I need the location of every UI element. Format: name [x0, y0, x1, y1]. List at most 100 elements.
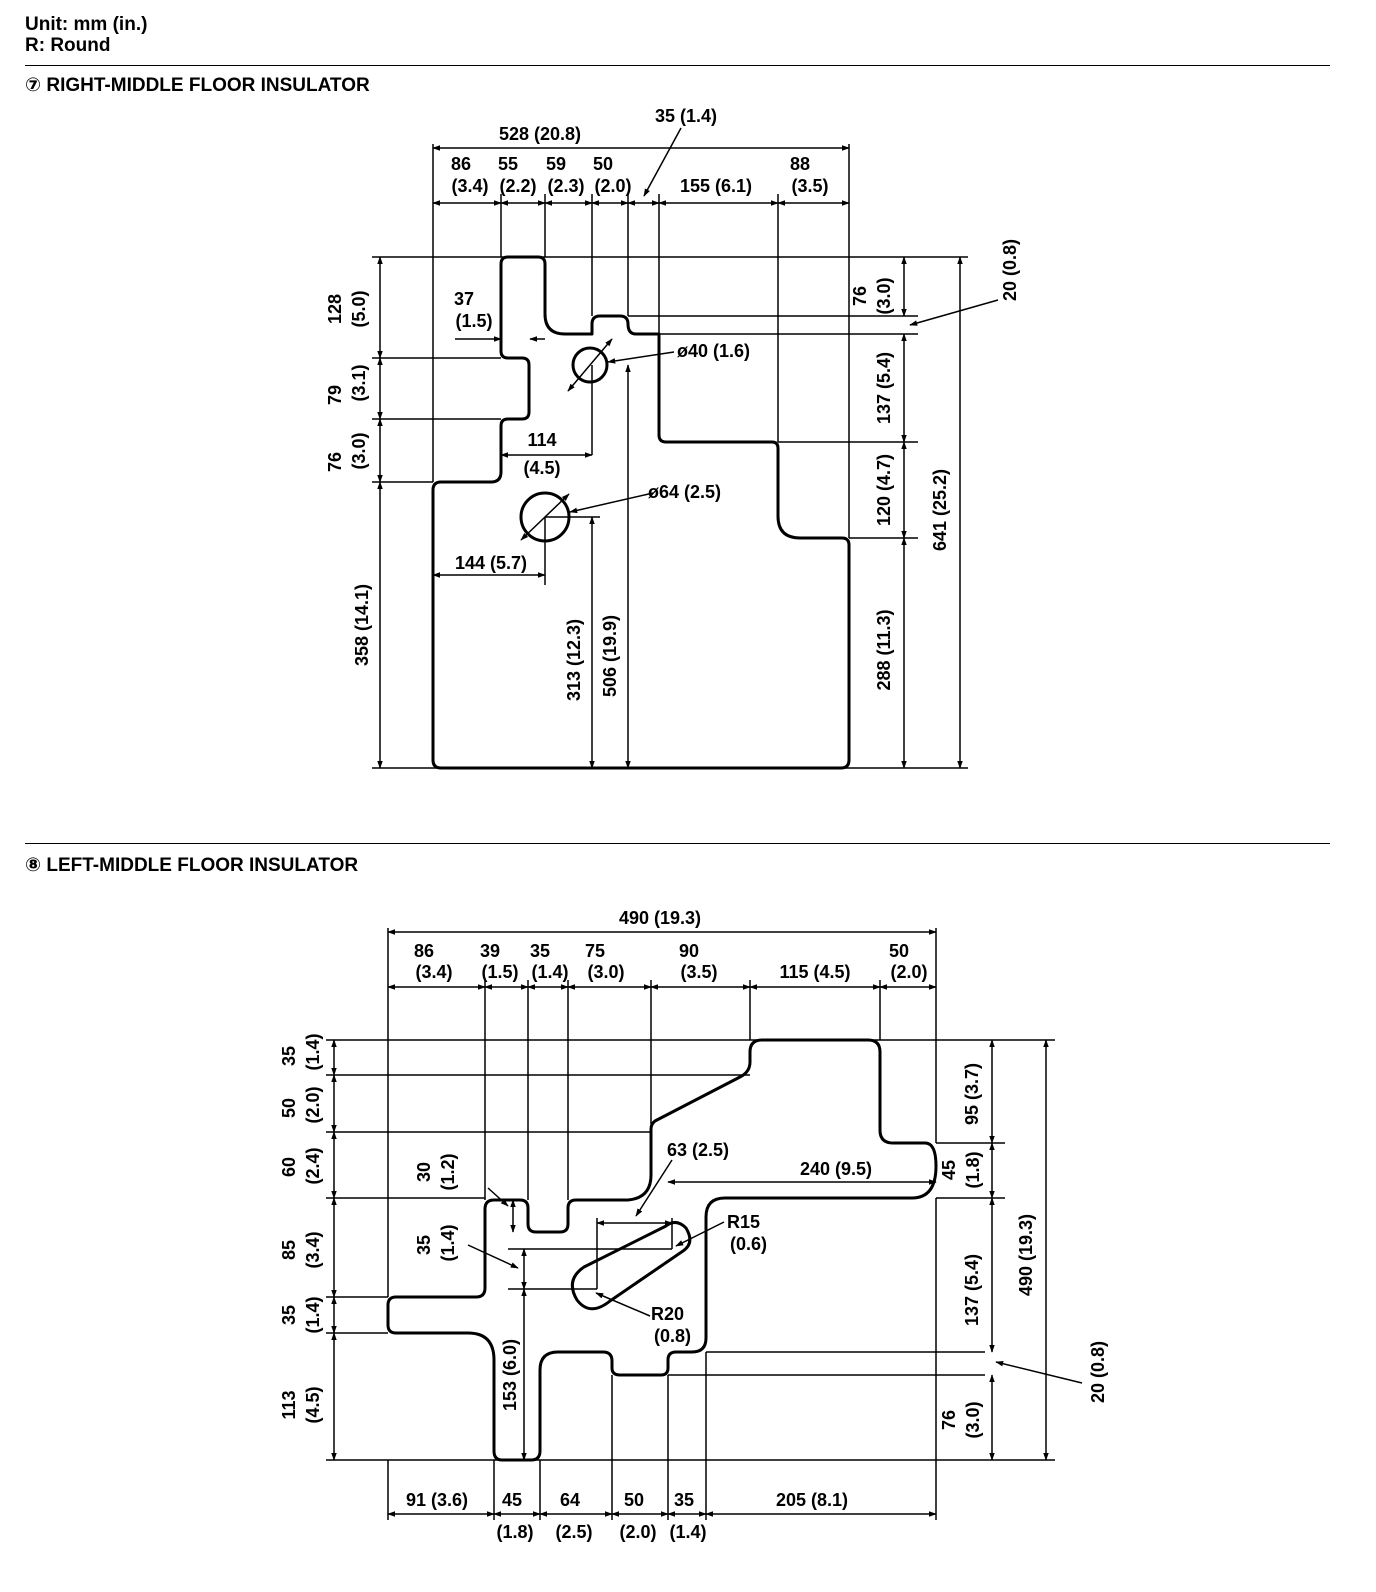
dim-t86-in: (3.4) [415, 962, 452, 982]
dim-50-in: (2.0) [594, 176, 631, 196]
dim-b64: 64 [560, 1490, 580, 1510]
dim-i63: 63 (2.5) [667, 1140, 729, 1160]
dim-b45-in: (1.8) [496, 1522, 533, 1542]
dim-t50-in: (2.0) [890, 962, 927, 982]
dim-76-right: 76 [850, 286, 870, 306]
insulator-7-outline [431, 255, 851, 770]
dim-r45: 45 [939, 1160, 959, 1180]
dim-b91: 91 (3.6) [406, 1490, 468, 1510]
dim-t39-in: (1.5) [481, 962, 518, 982]
dim-r490: 490 (19.3) [1016, 1214, 1036, 1296]
dim-20: 20 (0.8) [1000, 239, 1020, 301]
dim-t75-in: (3.0) [587, 962, 624, 982]
dim-t90: 90 [679, 941, 699, 961]
dim-r15: R15 [727, 1212, 760, 1232]
dim-i35: 35 [414, 1235, 434, 1255]
dim-t39: 39 [480, 941, 500, 961]
divider-top [25, 65, 1330, 66]
dim-55: 55 [498, 154, 518, 174]
dim-r95: 95 (3.7) [962, 1063, 982, 1125]
dim-l50-in: (2.0) [303, 1086, 323, 1123]
dim-r20: 20 (0.8) [1088, 1341, 1108, 1403]
section-7-title: ⑦ RIGHT-MIDDLE FLOOR INSULATOR [25, 75, 370, 96]
dim-l35c-in: (1.4) [303, 1296, 323, 1333]
dim-76-left-in: (3.0) [349, 432, 369, 469]
dim-35-top: 35 (1.4) [655, 106, 717, 126]
dim-358: 358 (14.1) [352, 584, 372, 666]
dim-b205: 205 (8.1) [776, 1490, 848, 1510]
dim-l60: 60 [279, 1157, 299, 1177]
dim-144: 144 (5.7) [455, 553, 527, 573]
dim-120: 120 (4.7) [874, 454, 894, 526]
dim-r45-in: (1.8) [963, 1151, 983, 1188]
dim-506: 506 (19.9) [600, 615, 620, 697]
dim-l85-in: (3.4) [303, 1231, 323, 1268]
dim-i35-in: (1.4) [438, 1224, 458, 1261]
dim-288: 288 (11.3) [874, 609, 894, 690]
dim-r76-in: (3.0) [963, 1401, 983, 1438]
dim-l50: 50 [279, 1098, 299, 1118]
dim-r76: 76 [939, 1410, 959, 1430]
slot-icon [570, 1221, 692, 1311]
dim-641: 641 (25.2) [930, 469, 950, 551]
dim-86: 86 [451, 154, 471, 174]
dim-37-in: (1.5) [455, 311, 492, 331]
dim-59-in: (2.3) [547, 176, 584, 196]
dim-t50: 50 [889, 941, 909, 961]
dim-88: 88 [790, 154, 810, 174]
dim-t86: 86 [414, 941, 434, 961]
dim-37: 37 [454, 289, 474, 309]
dim-r15-in: (0.6) [730, 1234, 767, 1254]
dim-b45: 45 [502, 1490, 522, 1510]
unit-note: Unit: mm (in.) [25, 14, 148, 35]
dim-79-in: (3.1) [349, 364, 369, 401]
dim-t75: 75 [585, 941, 605, 961]
dim-phi40: ø40 (1.6) [677, 341, 750, 361]
dim-i240: 240 (9.5) [800, 1159, 872, 1179]
dim-490-top: 490 (19.3) [619, 908, 701, 928]
dim-313: 313 (12.3) [564, 619, 584, 701]
dim-b35-in: (1.4) [669, 1522, 706, 1542]
dim-t35-in: (1.4) [531, 962, 568, 982]
dim-86-in: (3.4) [451, 176, 488, 196]
dim-137: 137 (5.4) [874, 352, 894, 424]
dim-r20-in: (0.8) [654, 1326, 691, 1346]
right-middle-insulator: 528 (20.8) 35 (1.4) 86 (3.4) 55 (2.2) 59… [325, 106, 1020, 770]
dim-l35-in: (1.4) [303, 1033, 323, 1070]
dim-114: 114 [527, 430, 556, 450]
extension-lines-8 [326, 928, 1055, 1520]
round-note: R: Round [25, 35, 111, 56]
dim-155: 155 (6.1) [680, 176, 752, 196]
dim-b64-in: (2.5) [555, 1522, 592, 1542]
dim-l113-in: (4.5) [303, 1386, 323, 1423]
dim-t35: 35 [530, 941, 550, 961]
dim-l35c: 35 [279, 1305, 299, 1325]
dim-76-left: 76 [325, 452, 345, 472]
dim-b35: 35 [674, 1490, 694, 1510]
dim-59: 59 [546, 154, 566, 174]
dim-r137: 137 (5.4) [962, 1254, 982, 1326]
dim-528: 528 (20.8) [499, 124, 581, 144]
dim-r20: R20 [651, 1304, 684, 1324]
dim-b50-in: (2.0) [619, 1522, 656, 1542]
dim-i30-in: (1.2) [438, 1153, 458, 1190]
section-8-title: ⑧ LEFT-MIDDLE FLOOR INSULATOR [25, 855, 359, 876]
left-middle-insulator: 490 (19.3) 86 (3.4) 39 (1.5) 35 (1.4) 75… [279, 908, 1108, 1542]
dim-128-in: (5.0) [349, 290, 369, 327]
dim-t115: 115 (4.5) [779, 962, 850, 982]
dim-50: 50 [593, 154, 613, 174]
dim-l35: 35 [279, 1046, 299, 1066]
dim-l60-in: (2.4) [303, 1147, 323, 1184]
dim-l113: 113 [279, 1390, 299, 1419]
dim-55-in: (2.2) [499, 176, 536, 196]
dimension-lines-8 [331, 929, 1083, 1517]
dim-phi64: ø64 (2.5) [648, 482, 721, 502]
dim-i153: 153 (6.0) [500, 1339, 520, 1411]
dim-l85: 85 [279, 1240, 299, 1260]
divider-middle [25, 843, 1330, 844]
dim-b50: 50 [624, 1490, 644, 1510]
dim-88-in: (3.5) [791, 176, 828, 196]
dimension-lines-7 [377, 127, 999, 769]
insulator-8-outline [386, 1038, 938, 1462]
